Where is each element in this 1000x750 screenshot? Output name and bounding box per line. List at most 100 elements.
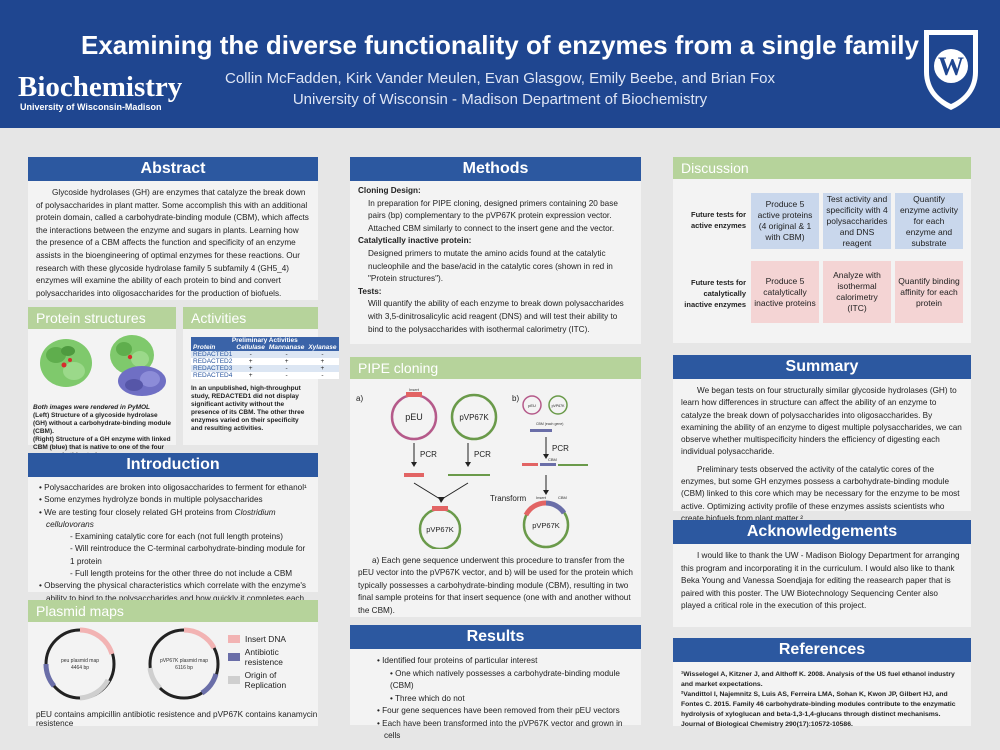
peu-map-label: peu plasmid map: [61, 658, 99, 664]
summary-heading: Summary: [673, 355, 971, 379]
protein-caption-1: Both images were rendered in PyMOL: [33, 404, 151, 411]
logo-sub-text: University of Wisconsin-Madison: [20, 102, 162, 112]
logo-main-text: Biochemistry: [18, 71, 183, 103]
abstract-heading: Abstract: [28, 157, 318, 181]
methods-tests-title: Tests:: [358, 286, 382, 296]
plasmid-map-diagrams: peu plasmid map 4464 bp pVP67K plasmid m…: [43, 627, 220, 701]
activities-table-row: REDACTED4+--: [191, 372, 339, 379]
activities-col-header: Mannanase: [268, 344, 305, 351]
svg-text:pVP67K: pVP67K: [426, 525, 454, 534]
results-subbullet: • Three which do not: [390, 693, 465, 703]
intro-bullet: • Some enzymes hydrolyze bonds in multip…: [39, 495, 263, 505]
activities-table-row: REDACTED1---: [191, 351, 339, 358]
pipe-cloning-diagram: a) Insert pEU pVP67K PCR PCR Transform p…: [356, 387, 588, 549]
discussion-panel: Discussion Future tests for active enzym…: [673, 157, 971, 343]
summary-panel: Summary We began tests on four structura…: [673, 355, 971, 523]
activities-col-header: Xylanase: [308, 344, 337, 351]
svg-text:PCR: PCR: [420, 450, 437, 459]
introduction-heading: Introduction: [28, 453, 318, 477]
plasmid-legend: Insert DNA Antibiotic resistence Origin …: [228, 634, 318, 693]
plasmid-maps-panel: Plasmid maps peu plasmid map 4464 bp pVP…: [28, 600, 318, 728]
abstract-text: Glycoside hydrolases (GH) are enzymes th…: [36, 188, 309, 298]
peu-plasmid-map: peu plasmid map 4464 bp: [43, 627, 116, 701]
introduction-body: • Polysaccharides are broken into oligos…: [28, 477, 318, 622]
discussion-r1c1: Produce 5 active proteins (4 original & …: [751, 193, 819, 249]
reference-1: ¹Wisselogel A, Kitzner J, and Althoff K.…: [681, 671, 955, 688]
protein-structure-images: [40, 335, 166, 396]
department-logo: Biochemistry University of Wisconsin-Mad…: [18, 71, 183, 112]
activities-cell: +: [248, 372, 253, 379]
references-panel: References ¹Wisselogel A, Kitzner J, and…: [673, 638, 971, 728]
pvp67k-map-label: pVP67K plasmid map: [160, 658, 208, 664]
summary-paragraph-2: Preliminary tests observed the activity …: [681, 464, 960, 523]
pipe-cloning-panel: PIPE cloning a) Insert pEU pVP67K PCR PC…: [350, 357, 641, 617]
discussion-r2c1: Produce 5 catalytically inactive protein…: [751, 261, 819, 323]
activities-cell: REDACTED2: [193, 358, 233, 365]
results-bullet: • Identified four proteins of particular…: [377, 656, 538, 665]
activities-heading: Activities: [183, 307, 318, 329]
activities-col-header: Cellulase: [236, 344, 265, 351]
results-subbullet: • One which natively possesses a carbohy…: [390, 668, 620, 691]
intro-subbullet: - Will reintroduce the C-terminal carboh…: [70, 544, 306, 566]
uw-crest-icon: W: [924, 30, 978, 110]
methods-inactive-title: Catalytically inactive protein:: [358, 236, 472, 246]
activities-table-row: REDACTED2+++: [191, 358, 339, 365]
methods-tests-text: Will quantify the ability of each enzyme…: [368, 299, 624, 334]
discussion-row1-label: Future tests for active enzymes: [690, 210, 746, 230]
discussion-row2-label: Future tests for catalytically inactive …: [684, 277, 746, 309]
results-heading: Results: [350, 625, 641, 649]
discussion-r1c2: Test activity and specificity with 4 pol…: [823, 193, 891, 249]
activities-cell: -: [249, 351, 252, 358]
legend-origin: Origin of Replication: [228, 670, 318, 690]
protein-captions: Both images were rendered in PyMOL (Left…: [28, 404, 176, 460]
plasmid-caption: pEU contains ampicillin antibiotic resis…: [36, 710, 318, 728]
discussion-r1c3: Quantify enzyme activity for each enzyme…: [895, 193, 963, 249]
methods-cloning-text: In preparation for PIPE cloning, designe…: [368, 198, 618, 233]
activities-cell: +: [248, 365, 253, 372]
abstract-panel: Abstract Glycoside hydrolases (GH) are e…: [28, 157, 318, 300]
discussion-r2c3: Quantify binding affinity for each prote…: [895, 261, 963, 323]
references-heading: References: [673, 638, 971, 662]
gh-cbm-structure-image: [110, 335, 166, 396]
activities-panel: Activities Preliminary Activities Protei…: [183, 307, 339, 445]
pvp67k-vector-a: [450, 393, 498, 441]
svg-text:pVP67K: pVP67K: [532, 521, 560, 530]
activities-cell: REDACTED3: [193, 365, 233, 372]
intro-subbullet: - Full length proteins for the other thr…: [70, 569, 293, 579]
plasmid-maps-heading: Plasmid maps: [28, 600, 318, 622]
activities-caption: In an unpublished, high-throughput study…: [191, 385, 305, 432]
activities-cell: REDACTED1: [193, 351, 233, 358]
activities-cell: -: [285, 365, 288, 372]
intro-bullet: • We are testing four closely related GH…: [39, 507, 276, 529]
protein-structures-heading: Protein structures: [28, 307, 176, 329]
activities-table-row: REDACTED3 + - +: [191, 365, 339, 372]
author-list: Collin McFadden, Kirk Vander Meulen, Eva…: [225, 70, 775, 87]
methods-heading: Methods: [350, 157, 641, 181]
poster-header: Examining the diverse functionality of e…: [0, 0, 1000, 128]
activities-col-header: Protein: [193, 344, 216, 351]
activities-cell: +: [320, 365, 325, 372]
svg-text:CBM: CBM: [548, 457, 557, 462]
legend-insert-dna: Insert DNA: [228, 634, 318, 644]
results-bullet: • Four gene sequences have been removed …: [377, 706, 620, 715]
pvp67k-map-size: 6116 bp: [175, 665, 193, 671]
activities-cell: +: [248, 358, 253, 365]
activities-table-body: REDACTED1---REDACTED2+++REDACTED3+-+REDA…: [191, 351, 339, 379]
pipe-caption: a) Each gene sequence underwent this pro…: [358, 556, 633, 615]
svg-text:Insert: Insert: [536, 495, 547, 500]
acknowledgements-text: I would like to thank the UW - Madison B…: [681, 551, 960, 610]
svg-text:PCR: PCR: [552, 444, 569, 453]
svg-text:pVP67K: pVP67K: [552, 404, 566, 408]
activities-cell: -: [285, 372, 288, 379]
discussion-r2c2: Analyze with isothermal calorimetry (ITC…: [823, 261, 891, 323]
svg-text:pVP67K: pVP67K: [459, 413, 489, 422]
methods-inactive-text: Designed primers to mutate the amino aci…: [368, 248, 613, 284]
methods-panel: Methods Cloning Design: In preparation f…: [350, 157, 641, 344]
gh-structure-image: [40, 339, 92, 387]
affiliation: University of Wisconsin - Madison Depart…: [292, 91, 708, 108]
methods-body: Cloning Design: In preparation for PIPE …: [350, 181, 641, 341]
peu-map-size: 4464 bp: [71, 665, 89, 671]
protein-caption-2: (Left) Structure of a glycoside hydrolas…: [33, 412, 171, 435]
protein-structures-panel: Protein structures Both images were rend…: [28, 307, 176, 459]
